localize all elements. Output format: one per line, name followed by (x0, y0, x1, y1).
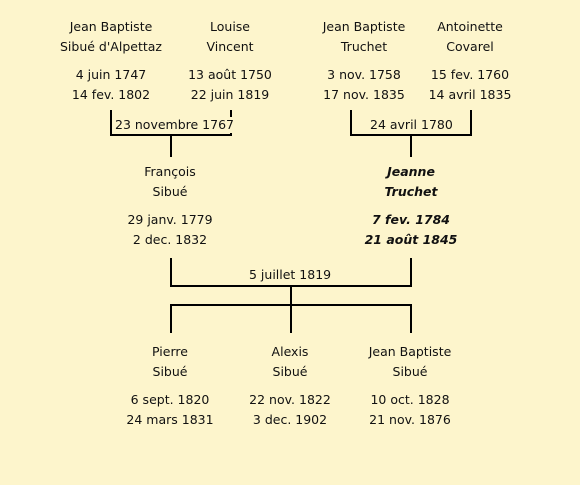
person-antoinette-covarel: Antoinette Covarel 15 fev. 1760 14 avril… (400, 17, 540, 105)
person-name: Antoinette Covarel (437, 19, 503, 54)
person-name: Louise Vincent (206, 19, 254, 54)
marriage-date-truchet-covarel: 24 avril 1780 (368, 117, 455, 133)
person-dates: 10 oct. 1828 21 nov. 1876 (369, 392, 451, 427)
person-jean-baptiste-sibue-dalpettaz: Jean Baptiste Sibué d'Alpettaz 4 juin 17… (41, 17, 181, 105)
person-dates: 4 juin 1747 14 fev. 1802 (71, 67, 151, 102)
person-francois-sibue: François Sibué 29 janv. 1779 2 dec. 1832 (100, 162, 240, 250)
person-dates: 6 sept. 1820 24 mars 1831 (126, 392, 214, 427)
person-dates: 29 janv. 1779 2 dec. 1832 (127, 212, 213, 247)
person-name: François Sibué (144, 164, 196, 199)
person-dates: 15 fev. 1760 14 avril 1835 (428, 67, 512, 102)
person-jean-baptiste-truchet: Jean Baptiste Truchet 3 nov. 1758 17 nov… (294, 17, 434, 105)
person-dates: 22 nov. 1822 3 dec. 1902 (249, 392, 331, 427)
person-jeanne-truchet: Jeanne Truchet 7 fev. 1784 21 août 1845 (341, 162, 481, 250)
person-jean-baptiste-sibue: Jean Baptiste Sibué 10 oct. 1828 21 nov.… (340, 342, 480, 430)
person-name: Pierre Sibué (152, 344, 188, 379)
person-name: Jean Baptiste Sibué (368, 344, 452, 379)
marriage-date-sibue-truchet: 5 juillet 1819 (247, 267, 334, 283)
marriage-date-sibue-vincent: 23 novembre 1767 (113, 117, 236, 133)
person-louise-vincent: Louise Vincent 13 août 1750 22 juin 1819 (160, 17, 300, 105)
person-dates: 3 nov. 1758 17 nov. 1835 (323, 67, 405, 102)
person-name: Jean Baptiste Sibué d'Alpettaz (60, 19, 162, 54)
person-pierre-sibue: Pierre Sibué 6 sept. 1820 24 mars 1831 (100, 342, 240, 430)
person-name: Alexis Sibué (271, 344, 309, 379)
person-dates: 7 fev. 1784 21 août 1845 (364, 212, 458, 247)
person-name: Jean Baptiste Truchet (322, 19, 406, 54)
person-alexis-sibue: Alexis Sibué 22 nov. 1822 3 dec. 1902 (220, 342, 360, 430)
person-dates: 13 août 1750 22 juin 1819 (188, 67, 272, 102)
person-name: Jeanne Truchet (384, 164, 438, 199)
